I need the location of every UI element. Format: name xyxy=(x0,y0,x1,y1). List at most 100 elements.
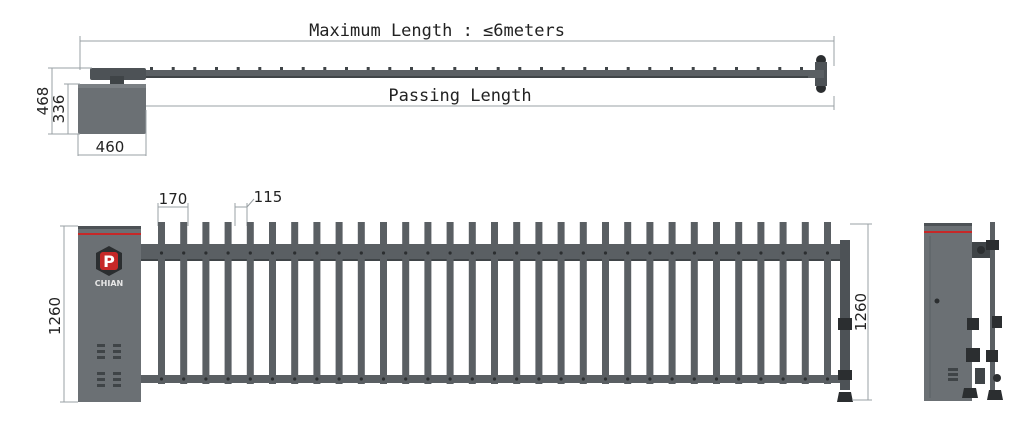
picket-rivet xyxy=(315,377,319,381)
boom-stud xyxy=(540,67,543,70)
fence-end-post xyxy=(840,240,850,390)
picket-rivet xyxy=(293,251,297,255)
picket-rivet xyxy=(759,377,763,381)
fence-picket xyxy=(579,222,587,384)
picket-rivet xyxy=(248,377,252,381)
picket-rivet xyxy=(737,377,741,381)
picket-rivet xyxy=(182,251,186,255)
picket-rivet xyxy=(492,251,497,255)
fence-picket xyxy=(602,222,609,384)
picket-rivet xyxy=(337,377,341,381)
boom-stud xyxy=(345,67,348,70)
boom-stud xyxy=(561,67,565,70)
picket-rivet xyxy=(692,377,696,381)
picket-rivet xyxy=(648,377,652,381)
boom-stud xyxy=(778,67,782,70)
boom-stud xyxy=(215,67,218,70)
picket-rivet xyxy=(404,377,408,381)
boom-stud xyxy=(518,67,522,70)
picket-rivet xyxy=(737,251,741,255)
picket-rivet xyxy=(448,377,452,381)
fence-picket xyxy=(246,222,254,384)
picket-rivet xyxy=(803,251,807,255)
boom-stud xyxy=(648,67,652,70)
picket-rivet xyxy=(648,251,652,255)
fence-picket xyxy=(535,222,543,384)
picket-rivet xyxy=(670,377,674,381)
fence-pickets xyxy=(158,222,831,384)
boom-stud xyxy=(605,67,608,70)
picket-rivet xyxy=(270,377,275,381)
boom-stud xyxy=(453,67,457,70)
fence-picket xyxy=(446,222,454,384)
boom-stud xyxy=(800,67,803,70)
boom-stud xyxy=(756,67,760,70)
fence-picket xyxy=(779,222,787,384)
fence-picket xyxy=(291,222,299,384)
cabinet-vents xyxy=(97,344,121,387)
side-arm-post xyxy=(990,222,995,398)
picket-rivet xyxy=(692,251,696,255)
boom-stud xyxy=(670,67,673,70)
picket-rivet xyxy=(204,377,208,381)
picket-rivet xyxy=(182,377,186,381)
picket-rivet xyxy=(581,377,585,381)
picket-rivet xyxy=(515,377,519,381)
boom-studs xyxy=(150,67,803,70)
fence-picket xyxy=(468,222,476,384)
picket-rivet xyxy=(337,251,341,255)
side-view xyxy=(924,222,1003,401)
boom-stud xyxy=(236,67,240,70)
picket-rivet xyxy=(781,377,785,381)
fence-picket xyxy=(690,222,698,384)
fence-picket xyxy=(557,222,565,384)
boom-stud xyxy=(496,67,500,70)
picket-rivet xyxy=(226,251,230,255)
picket-rivet xyxy=(537,251,541,255)
picket-width-label: 115 xyxy=(254,188,283,206)
picket-rivet xyxy=(603,251,608,255)
boom-stud xyxy=(366,67,370,70)
fence-picket xyxy=(491,222,498,384)
logo-letter: P xyxy=(103,252,115,271)
fence-picket xyxy=(668,222,676,384)
picket-rivet xyxy=(270,251,275,255)
fence-picket xyxy=(335,222,343,384)
width-label: 460 xyxy=(96,138,125,156)
fence-picket xyxy=(224,222,232,384)
fence-picket xyxy=(313,222,321,384)
picket-rivet xyxy=(426,251,430,255)
picket-rivet xyxy=(825,251,830,255)
picket-rivet xyxy=(470,251,474,255)
picket-rivet xyxy=(315,251,319,255)
picket-rivet xyxy=(670,251,674,255)
fence-picket xyxy=(424,222,432,384)
picket-rivet xyxy=(714,251,719,255)
picket-rivet xyxy=(293,377,297,381)
picket-rivet xyxy=(381,251,386,255)
boom-stud xyxy=(475,67,478,70)
picket-rivet xyxy=(359,377,363,381)
cabinet-lock xyxy=(934,298,940,304)
boom-stud xyxy=(431,67,435,70)
pitch-label: 170 xyxy=(159,190,188,208)
picket-rivet xyxy=(581,251,585,255)
picket-rivet xyxy=(825,377,830,381)
picket-rivet xyxy=(626,377,630,381)
fence-picket xyxy=(757,222,765,384)
top-boom-arm xyxy=(100,70,818,77)
passing-length-label: Passing Length xyxy=(388,86,531,106)
brand-text: CHIAN xyxy=(95,279,123,288)
boom-stud xyxy=(323,67,327,70)
fence-picket xyxy=(180,222,188,384)
picket-rivet xyxy=(714,377,719,381)
boom-stud xyxy=(388,67,392,70)
cabinet-side xyxy=(924,223,972,401)
boom-stud xyxy=(171,67,175,70)
picket-rivet xyxy=(626,251,630,255)
fence-picket xyxy=(402,222,410,384)
boom-stud xyxy=(691,67,695,70)
picket-rivet xyxy=(803,377,807,381)
front-view: 170 115 P CHIAN xyxy=(46,188,872,403)
